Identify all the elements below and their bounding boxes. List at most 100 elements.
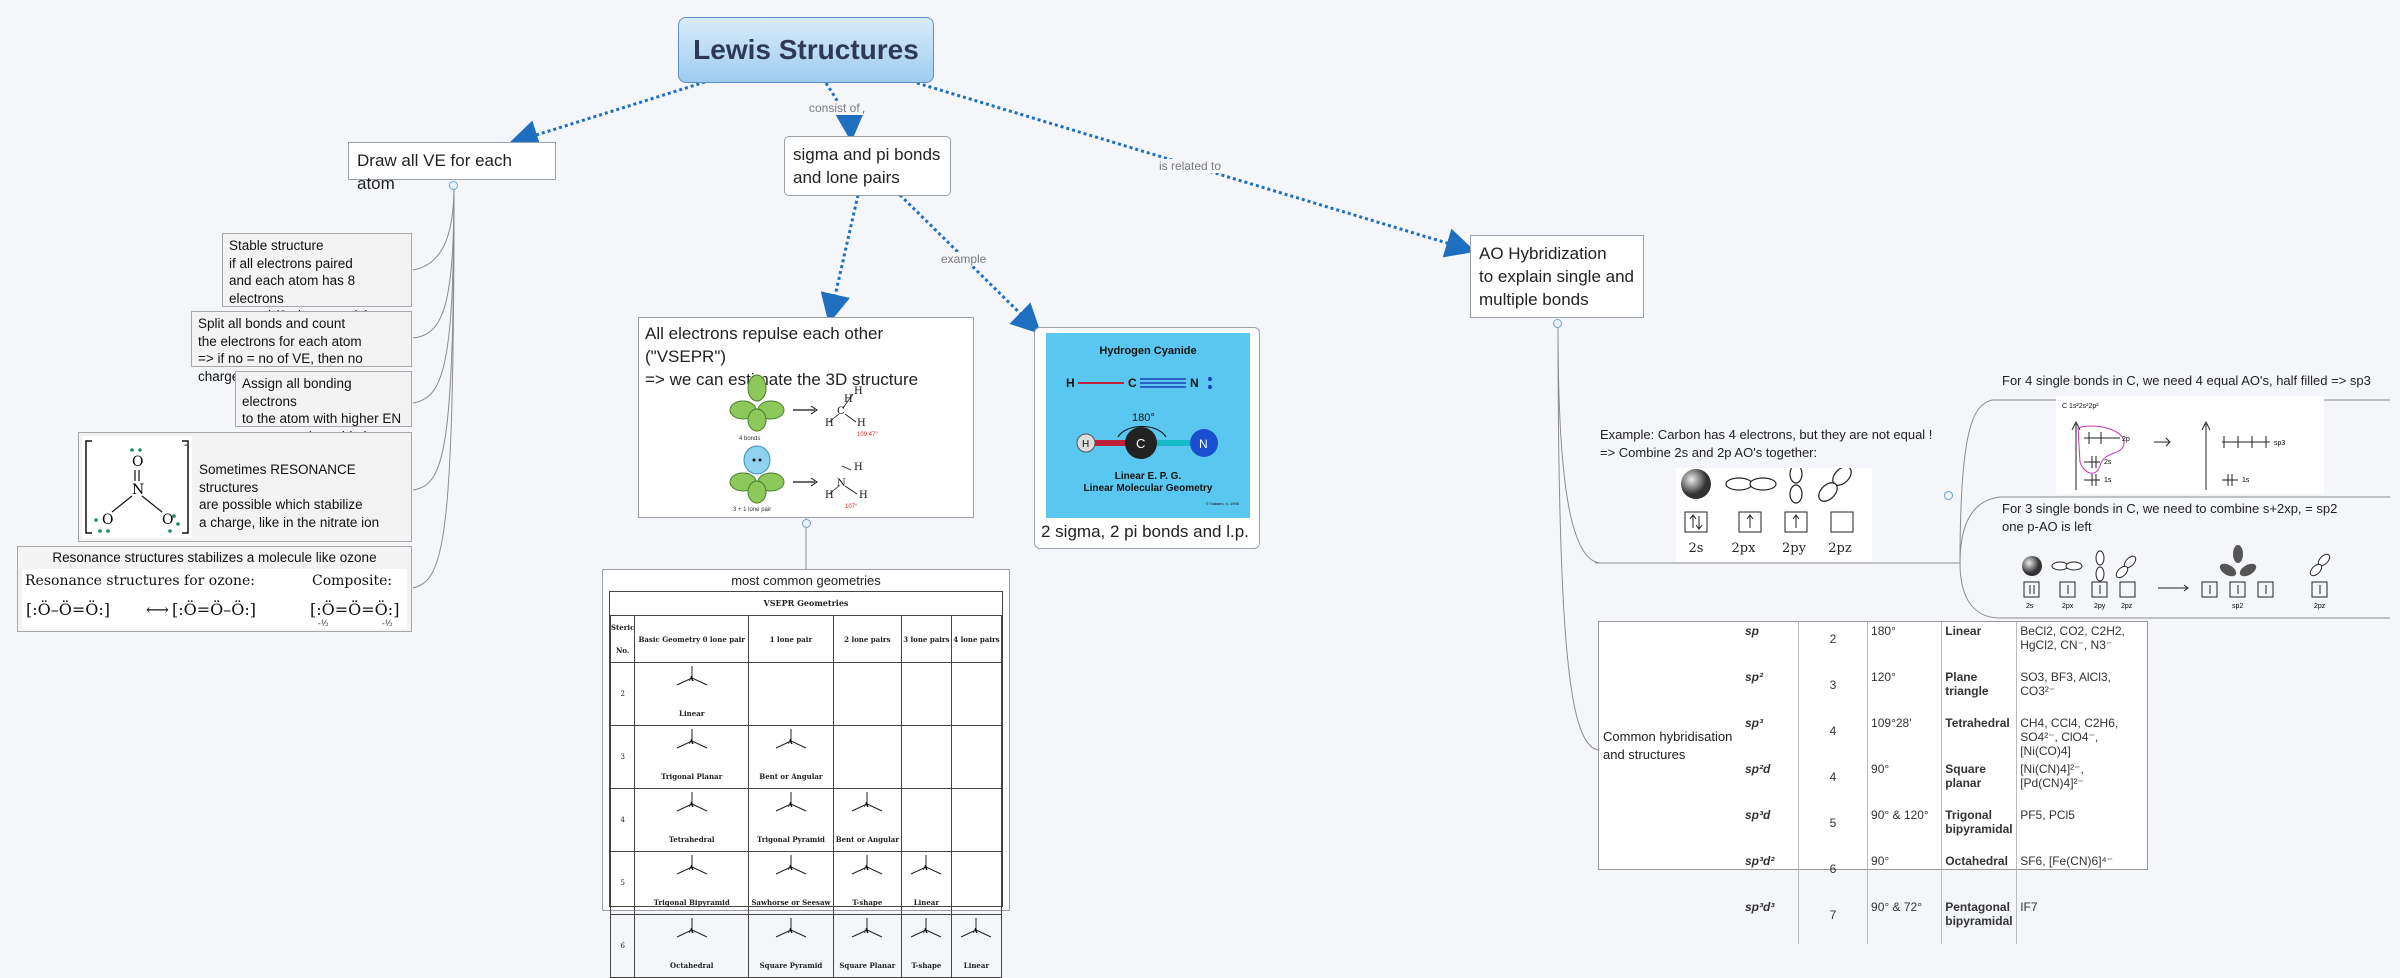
collapse-toggle-ve[interactable]	[449, 181, 458, 190]
vsepr-line-2: => we can estimate the 3D structure	[645, 370, 919, 389]
collapse-toggle-ao[interactable]	[1553, 319, 1562, 328]
sp2-label-sp2: sp2	[2232, 603, 2243, 610]
vsepr-cell	[832, 662, 902, 726]
vsepr-geometry-sketch: A	[635, 789, 748, 828]
orbital-label-2pz: 2pz	[1828, 541, 1852, 556]
geometries-title: most common geometries	[731, 573, 881, 588]
svg-text:C: C	[1136, 436, 1145, 451]
edge-root-ve	[508, 80, 706, 150]
svg-text:A: A	[787, 928, 793, 935]
subtopic-stable-structure[interactable]: Stable structure if all electrons paired…	[222, 233, 412, 323]
hyb-angle: 120°	[1867, 668, 1942, 714]
topic-common-geometries[interactable]: most common geometries VSEPR Geometries …	[602, 569, 1010, 978]
hyb-shape: Pentagonal bipyramidal	[1941, 898, 2017, 944]
hyb-count: 3	[1797, 668, 1868, 714]
subtopic-carbon-example[interactable]: Example: Carbon has 4 electrons, but the…	[1600, 426, 1955, 563]
vsepr-geometry-sketch: A	[635, 915, 748, 954]
root-topic[interactable]: Lewis Structures	[678, 17, 934, 83]
vsepr-geometry-name: T-shape	[911, 961, 942, 970]
subtopic-assign-electrons[interactable]: Assign all bonding electrons to the atom…	[235, 371, 412, 444]
subtopic-sp2[interactable]: For 3 single bonds in C, we need to comb…	[2002, 500, 2392, 540]
vsepr-geometry-sketch: A	[952, 915, 1001, 954]
vsepr-cell	[832, 725, 902, 789]
sp2-label-2py: 2py	[2094, 603, 2106, 610]
svg-text:C: C	[837, 406, 845, 417]
vsepr-angle-1: 109.47°	[857, 432, 878, 438]
topic-vsepr[interactable]: All electrons repulse each other ("VSEPR…	[638, 317, 974, 518]
vsepr-geometry-name: Trigonal Planar	[661, 772, 723, 781]
vsepr-cell	[950, 788, 1003, 852]
sp2-line-2: one p-AO is left	[2002, 519, 2092, 534]
split-line-1: Split all bonds and count	[198, 316, 346, 331]
sp2-label-pz: 2pz	[2314, 603, 2326, 610]
topic-hcn-example[interactable]: Hydrogen Cyanide H C N 180° H C N Linear…	[1034, 327, 1260, 549]
subtopic-ozone-resonance[interactable]: Resonance structures stabilizes a molecu…	[17, 546, 412, 632]
vsepr-geometry-sketch: A	[635, 852, 748, 891]
svg-text:[:Ö–Ö=Ö:]: [:Ö–Ö=Ö:]	[26, 599, 110, 619]
vsepr-geometry-name: Linear	[913, 898, 940, 907]
common-title-line-2: and structures	[1603, 747, 1686, 762]
branch-ve-ozone	[412, 185, 455, 589]
vsepr-geometry-sketch: A	[635, 726, 748, 765]
subtopic-split-bonds[interactable]: Split all bonds and count the electrons …	[191, 311, 412, 384]
sp3-label-1s: 1s	[2104, 477, 2112, 484]
subtopic-resonance[interactable]: O N O O - Sometimes RESONANCE structures…	[78, 432, 412, 542]
vsepr-cell	[950, 851, 1003, 915]
hyb-shape: Tetrahedral	[1941, 714, 2017, 760]
hyb-angle: 90°	[1867, 852, 1942, 898]
sigma-title-line-1: sigma and pi bonds	[793, 145, 941, 164]
collapse-toggle-example[interactable]	[1944, 491, 1953, 500]
hyb-examples: PF5, PCl5	[2016, 806, 2147, 852]
vsepr-geometry-name: Trigonal Bipyramid	[653, 898, 730, 907]
vsepr-geometry-table: VSEPR Geometries Steric No. Basic Geomet…	[609, 591, 1003, 978]
collapse-toggle-vsepr[interactable]	[802, 519, 811, 528]
subtopic-sp3[interactable]: For 4 single bonds in C, we need 4 equal…	[2002, 372, 2392, 400]
svg-text:-½: -½	[382, 619, 393, 628]
vsepr-geometry-name: Bent or Angular	[835, 835, 899, 844]
vsepr-cell	[950, 725, 1003, 789]
hcn-image: Hydrogen Cyanide H C N 180° H C N Linear…	[1046, 333, 1250, 518]
svg-text:H: H	[825, 490, 834, 501]
ao-title-line-3: multiple bonds	[1479, 290, 1589, 309]
vsepr-cell	[748, 662, 834, 726]
vsepr-steric-number: 5	[609, 851, 636, 915]
sp2-line-1: For 3 single bonds in C, we need to comb…	[2002, 501, 2338, 516]
hyb-shape: Square planar	[1941, 760, 2017, 806]
vsepr-table-grid: Steric No. Basic Geometry 0 lone pair 1 …	[609, 615, 1003, 978]
hyb-shape: Trigonal bipyramidal	[1941, 806, 2017, 852]
assign-line-1: Assign all bonding electrons	[242, 376, 352, 409]
svg-text:A: A	[922, 928, 928, 935]
stable-line-3: and each atom has 8 electrons	[229, 273, 356, 306]
orbital-label-2px: 2px	[1731, 541, 1756, 556]
svg-text:A: A	[688, 739, 694, 746]
hyb-type: sp³d	[1745, 808, 1771, 822]
edge-label-related-to: is related to	[1156, 159, 1225, 173]
vsepr-geometry-sketch: A	[834, 789, 901, 828]
hyb-examples: [Ni(CN)4]²⁻, [Pd(CN)4]²⁻	[2016, 760, 2147, 806]
hcn-epg: Linear E. P. G.	[1115, 471, 1182, 482]
vsepr-geometry-name: Octahedral	[669, 961, 714, 970]
topic-sigma-pi[interactable]: sigma and pi bonds and lone pairs	[784, 136, 951, 196]
topic-draw-ve-label: Draw all VE for each atom	[357, 151, 512, 193]
vsepr-header-cell: Basic Geometry 0 lone pair	[634, 615, 750, 663]
hyb-examples: CH4, CCl4, C2H6, SO4²⁻, ClO4⁻, [Ni(CO)4]	[2016, 714, 2147, 760]
branch-example-sp3	[1959, 399, 1993, 564]
vsepr-geometry-sketch: A	[749, 852, 833, 891]
vsepr-steric-number: 4	[609, 788, 636, 852]
sp2-diagram-image: 2s 2px 2py 2pz sp2 2pz	[2018, 544, 2338, 616]
topic-ao-hybridization[interactable]: AO Hybridization to explain single and m…	[1470, 235, 1644, 318]
hyb-count: 6	[1797, 852, 1868, 898]
hcn-atom-n: N	[1190, 376, 1199, 390]
vsepr-geometry-sketch: A	[834, 852, 901, 891]
topic-draw-ve[interactable]: Draw all VE for each atom	[348, 142, 556, 193]
stable-line-1: Stable structure	[229, 238, 324, 253]
